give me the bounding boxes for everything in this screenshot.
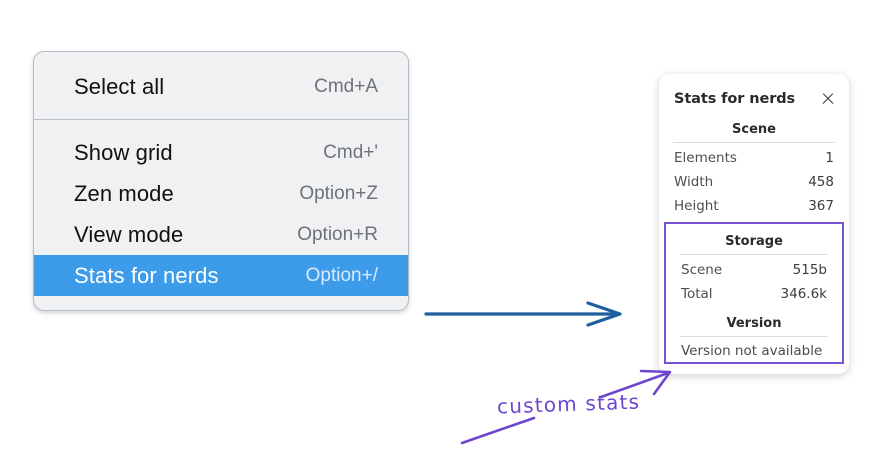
storage-section-heading: Storage bbox=[725, 234, 783, 249]
stat-key: Scene bbox=[681, 262, 723, 278]
context-menu-group-1: Select all Cmd+A bbox=[34, 52, 408, 119]
menu-item-select-all[interactable]: Select all Cmd+A bbox=[34, 66, 408, 107]
section-rule bbox=[673, 142, 835, 143]
blue-arrow-icon bbox=[424, 301, 622, 327]
menu-item-label: Stats for nerds bbox=[74, 262, 219, 288]
stat-key: Total bbox=[681, 286, 713, 302]
menu-item-shortcut: Option+R bbox=[297, 223, 378, 245]
stat-row-storage-scene: Scene 515b bbox=[666, 258, 842, 282]
stats-for-nerds-panel: Stats for nerds Scene Elements 1 Width 4… bbox=[659, 74, 849, 374]
context-menu: Select all Cmd+A Show grid Cmd+' Zen mod… bbox=[33, 51, 409, 311]
menu-item-label: Select all bbox=[74, 73, 165, 99]
menu-item-zen-mode[interactable]: Zen mode Option+Z bbox=[34, 173, 408, 214]
stat-row-width: Width 458 bbox=[659, 170, 849, 194]
menu-item-shortcut: Cmd+' bbox=[323, 141, 378, 163]
scene-section-heading: Scene bbox=[732, 122, 776, 137]
stat-value: 367 bbox=[808, 198, 834, 214]
section-rule bbox=[680, 336, 828, 337]
stats-panel-header: Stats for nerds bbox=[659, 86, 849, 112]
stat-key: Height bbox=[674, 198, 719, 214]
menu-item-stats-for-nerds[interactable]: Stats for nerds Option+/ bbox=[34, 255, 408, 296]
close-icon[interactable] bbox=[821, 92, 835, 106]
stat-row-elements: Elements 1 bbox=[659, 146, 849, 170]
menu-item-shortcut: Option+Z bbox=[299, 182, 378, 204]
menu-item-shortcut: Cmd+A bbox=[314, 75, 378, 97]
stat-value: 1 bbox=[825, 150, 834, 166]
version-section-heading: Version bbox=[726, 316, 782, 331]
stat-key: Elements bbox=[674, 150, 737, 166]
menu-divider bbox=[34, 119, 408, 120]
stat-key: Width bbox=[674, 174, 714, 190]
menu-item-view-mode[interactable]: View mode Option+R bbox=[34, 214, 408, 255]
menu-item-label: View mode bbox=[74, 221, 184, 247]
menu-item-label: Show grid bbox=[74, 139, 173, 165]
menu-item-shortcut: Option+/ bbox=[305, 264, 378, 286]
menu-item-show-grid[interactable]: Show grid Cmd+' bbox=[34, 132, 408, 173]
custom-stats-annotation-label: custom stats bbox=[496, 389, 641, 419]
stat-value: 458 bbox=[808, 174, 834, 190]
stat-value: 346.6k bbox=[780, 286, 827, 302]
section-rule bbox=[680, 254, 828, 255]
custom-stats-highlight-box: Storage Scene 515b Total 346.6k Version … bbox=[664, 222, 844, 364]
stat-value: 515b bbox=[792, 262, 827, 278]
purple-underline-stroke bbox=[460, 416, 536, 445]
stats-panel-title: Stats for nerds bbox=[674, 91, 796, 107]
stat-row-height: Height 367 bbox=[659, 194, 849, 218]
context-menu-group-2: Show grid Cmd+' Zen mode Option+Z View m… bbox=[34, 120, 408, 310]
version-text: Version not available bbox=[681, 343, 823, 359]
menu-item-label: Zen mode bbox=[74, 180, 174, 206]
stat-row-storage-total: Total 346.6k bbox=[666, 282, 842, 306]
